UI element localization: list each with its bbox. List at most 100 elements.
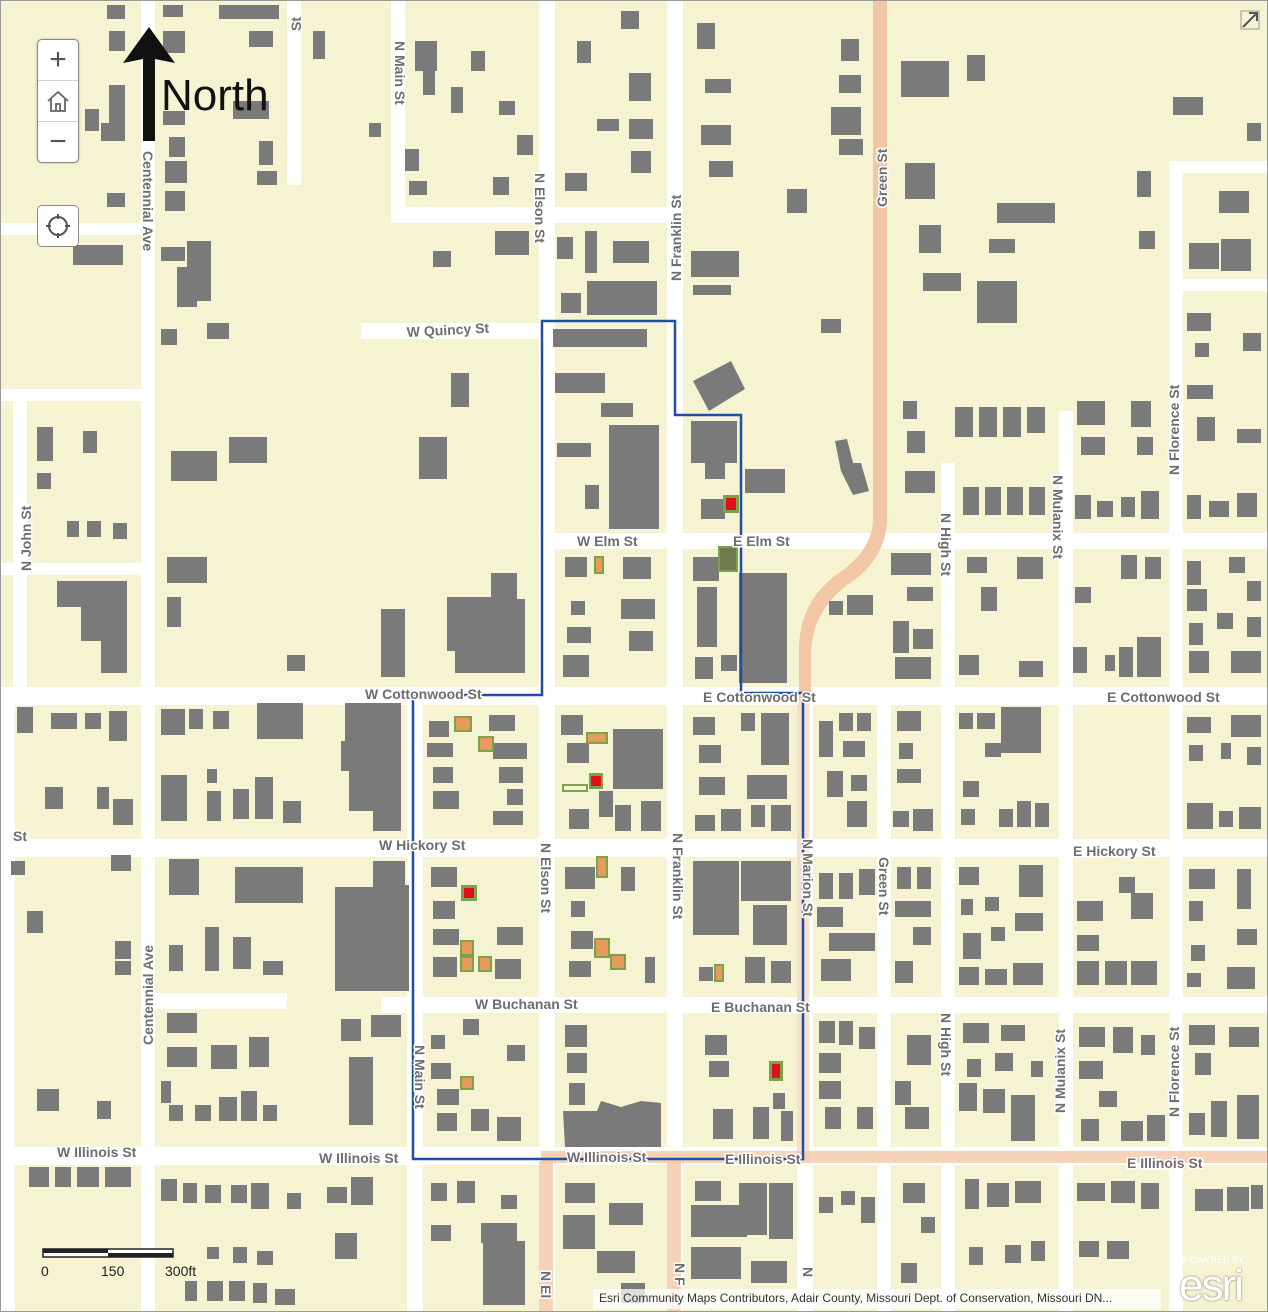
parcel-markers	[454, 495, 783, 1090]
zoom-control: + −	[37, 39, 79, 163]
scale-label-150: 150	[101, 1263, 125, 1279]
street-label: W Illinois St	[319, 1150, 399, 1166]
road	[391, 1, 405, 211]
street-label: Centennial Ave	[140, 151, 156, 251]
road-green-st	[799, 1, 887, 701]
expand-icon[interactable]	[1239, 9, 1261, 31]
street-label: E Buchanan St	[711, 999, 810, 1015]
street-label: N Marion St	[800, 839, 816, 917]
street-label: N Franklin St	[668, 194, 684, 281]
street-label: Green St	[874, 148, 890, 207]
marker-orange	[460, 956, 474, 972]
marker-orange	[460, 940, 474, 956]
street-label: N F	[672, 1263, 688, 1286]
map-attribution[interactable]: Esri Community Maps Contributors, Adair …	[593, 1289, 1161, 1309]
north-arrow-icon	[123, 27, 175, 141]
street-label: E Cottonwood St	[703, 689, 816, 705]
locate-button[interactable]	[37, 205, 79, 247]
road	[547, 533, 1267, 549]
marker-orange	[478, 736, 494, 752]
road	[361, 323, 547, 339]
road	[1181, 161, 1267, 173]
road	[1, 701, 15, 1311]
road	[667, 1, 683, 1311]
road	[1, 389, 149, 401]
street-label: E Elm St	[733, 533, 790, 549]
street-label: N	[800, 1267, 816, 1277]
marker-orange	[586, 732, 608, 744]
road	[1, 563, 149, 575]
street-label: E Illinois St	[1127, 1155, 1203, 1171]
street-label: W Quincy St	[406, 320, 490, 340]
street-label: St	[288, 17, 304, 31]
road	[1, 687, 1267, 705]
street-label: N Franklin St	[670, 833, 686, 920]
road	[391, 207, 681, 223]
zoom-out-button[interactable]: −	[49, 125, 67, 158]
marker-orange	[594, 938, 610, 958]
street-label: N Florence St	[1166, 1026, 1182, 1117]
street-label: N Main St	[392, 41, 408, 105]
street-labels: W Quincy St W Elm St E Elm St W Cottonwo…	[12, 15, 1222, 1300]
street-label: Centennial Ave	[140, 945, 156, 1045]
marker-outline	[562, 784, 588, 792]
road-franklin-south	[667, 1161, 681, 1311]
north-label: North	[161, 71, 269, 120]
road	[381, 997, 1267, 1013]
street-label: N Mulanix St	[1050, 475, 1066, 559]
scale-label-300: 300ft	[165, 1263, 197, 1279]
street-label: St	[13, 828, 27, 844]
road	[153, 993, 287, 1009]
home-button[interactable]	[38, 81, 78, 122]
home-icon	[47, 90, 69, 112]
road	[1169, 161, 1183, 1311]
street-label: N Elson St	[532, 173, 548, 243]
study-area-boundary	[411, 319, 805, 1161]
locate-icon	[46, 214, 70, 238]
street-label: W Illinois St	[567, 1149, 647, 1165]
street-label: N Mulanix St	[1052, 1029, 1068, 1113]
esri-logo-text: esri	[1179, 1261, 1244, 1310]
street-label: W Hickory St	[379, 837, 466, 853]
road	[877, 691, 891, 1311]
marker-orange	[460, 1076, 474, 1090]
street-label: E Illinois St	[725, 1151, 801, 1167]
street-label: W Illinois St	[57, 1144, 137, 1160]
marker-orange	[478, 956, 492, 972]
street-label: N John St	[18, 505, 34, 571]
street-label: N El	[538, 1271, 554, 1298]
scale-bar-graphic	[42, 1248, 174, 1258]
road	[1059, 411, 1073, 1311]
road	[407, 691, 423, 1311]
marker-orange	[594, 556, 604, 574]
marker-green	[718, 546, 738, 572]
building-layer	[11, 5, 1263, 1305]
street-label: N Florence St	[1166, 384, 1182, 475]
street-label: E Cottonwood St	[1107, 689, 1220, 705]
street-label: Green St	[876, 857, 892, 916]
marker-orange	[610, 954, 626, 970]
street-label: E Hickory St	[1073, 843, 1156, 859]
road	[287, 1, 301, 185]
road-elson-south	[539, 1161, 553, 1311]
street-label: N High St	[938, 513, 954, 576]
marker-orange	[714, 964, 724, 982]
road	[1181, 279, 1267, 291]
scale-label-0: 0	[41, 1263, 49, 1279]
esri-logo[interactable]: POWERED BY esri	[1173, 1255, 1259, 1310]
street-label: N High St	[938, 1013, 954, 1076]
road	[141, 1, 155, 1311]
road	[13, 401, 27, 691]
street-label: N Elson St	[538, 843, 554, 913]
street-label: W Cottonwood St	[365, 686, 482, 702]
zoom-in-button[interactable]: +	[38, 40, 78, 81]
marker-orange	[596, 856, 608, 878]
street-label: N Main St	[412, 1045, 428, 1109]
scale-bar: 0 150 300ft	[41, 1247, 211, 1281]
marker-orange	[454, 716, 472, 732]
road	[941, 463, 955, 1311]
street-label: W Buchanan St	[475, 996, 578, 1012]
powered-by-text: POWERED BY	[1183, 1255, 1245, 1265]
